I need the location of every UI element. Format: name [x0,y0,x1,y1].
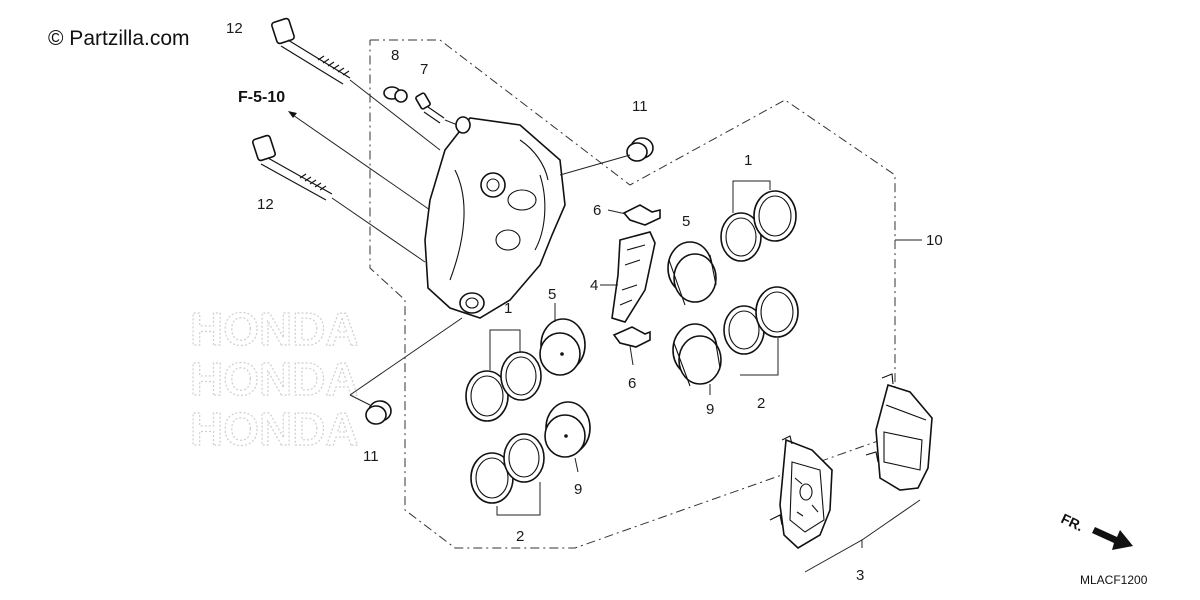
watermark-brand-ghost-2: HONDA [190,353,359,405]
reference-label[interactable]: F-5-10 [238,89,285,106]
callout-5-left[interactable]: 5 [548,286,556,303]
part-4-pad-spring[interactable] [600,231,656,323]
callout-11-top[interactable]: 11 [632,98,648,115]
part-6-pad-pin-bottom[interactable] [612,326,651,366]
caliper-body[interactable] [424,116,566,319]
part-1-seals-left[interactable] [465,329,542,422]
part-2-seals-left[interactable] [470,433,545,516]
callout-4[interactable]: 4 [590,277,598,294]
watermark-brand-ghost: HONDA [190,303,359,355]
callout-11-bottom[interactable]: 11 [363,448,379,465]
reference-arrow-icon [288,111,297,118]
callout-8[interactable]: 8 [391,47,399,64]
diagram-code: MLACF1200 [1080,573,1148,587]
part-8-bleeder-cap[interactable] [383,86,408,103]
part-3-brake-pad-front[interactable] [865,373,933,491]
part-12-bolt-top[interactable] [271,17,441,151]
callout-7[interactable]: 7 [420,61,428,78]
callout-1-left[interactable]: 1 [504,300,512,317]
reference-leader [289,112,431,211]
callout-9-left[interactable]: 9 [574,481,582,498]
callout-5-right[interactable]: 5 [682,213,690,230]
part-3-brake-pad-rear[interactable] [769,435,833,549]
part-2-seals-right[interactable] [723,286,799,376]
front-direction-arrow-icon [1092,527,1133,550]
callout-1-right[interactable]: 1 [744,152,752,169]
callout-9-right[interactable]: 9 [706,401,714,418]
part-5-piston-left[interactable] [539,303,586,376]
part-9-piston-left[interactable] [544,401,591,473]
callout-12-mid[interactable]: 12 [257,196,274,213]
callout-2-right[interactable]: 2 [757,395,765,412]
callout-6-bottom[interactable]: 6 [628,375,636,392]
front-direction-label: FR. [1059,510,1086,534]
part-12-bolt-mid[interactable] [252,134,426,263]
callout-3[interactable]: 3 [856,567,864,584]
part-5-piston-right[interactable] [667,241,717,306]
copyright-text: © Partzilla.com [48,27,190,50]
callout-10[interactable]: 10 [926,232,943,249]
part-1-seals-right[interactable] [720,180,797,262]
watermark-brand-ghost-3: HONDA [190,403,359,455]
callout-2-left[interactable]: 2 [516,528,524,545]
part-6-pad-pin-top[interactable] [607,204,661,226]
part-3-leader [804,539,863,573]
part-9-piston-right[interactable] [672,323,722,395]
part-11-sleeve-top[interactable] [559,137,654,176]
callout-12-top[interactable]: 12 [226,20,243,37]
assembly-boundary [369,39,896,549]
callout-6-top[interactable]: 6 [593,202,601,219]
front-direction-indicator: FR. [1059,510,1133,550]
part-11-sleeve-bottom[interactable] [349,317,463,425]
